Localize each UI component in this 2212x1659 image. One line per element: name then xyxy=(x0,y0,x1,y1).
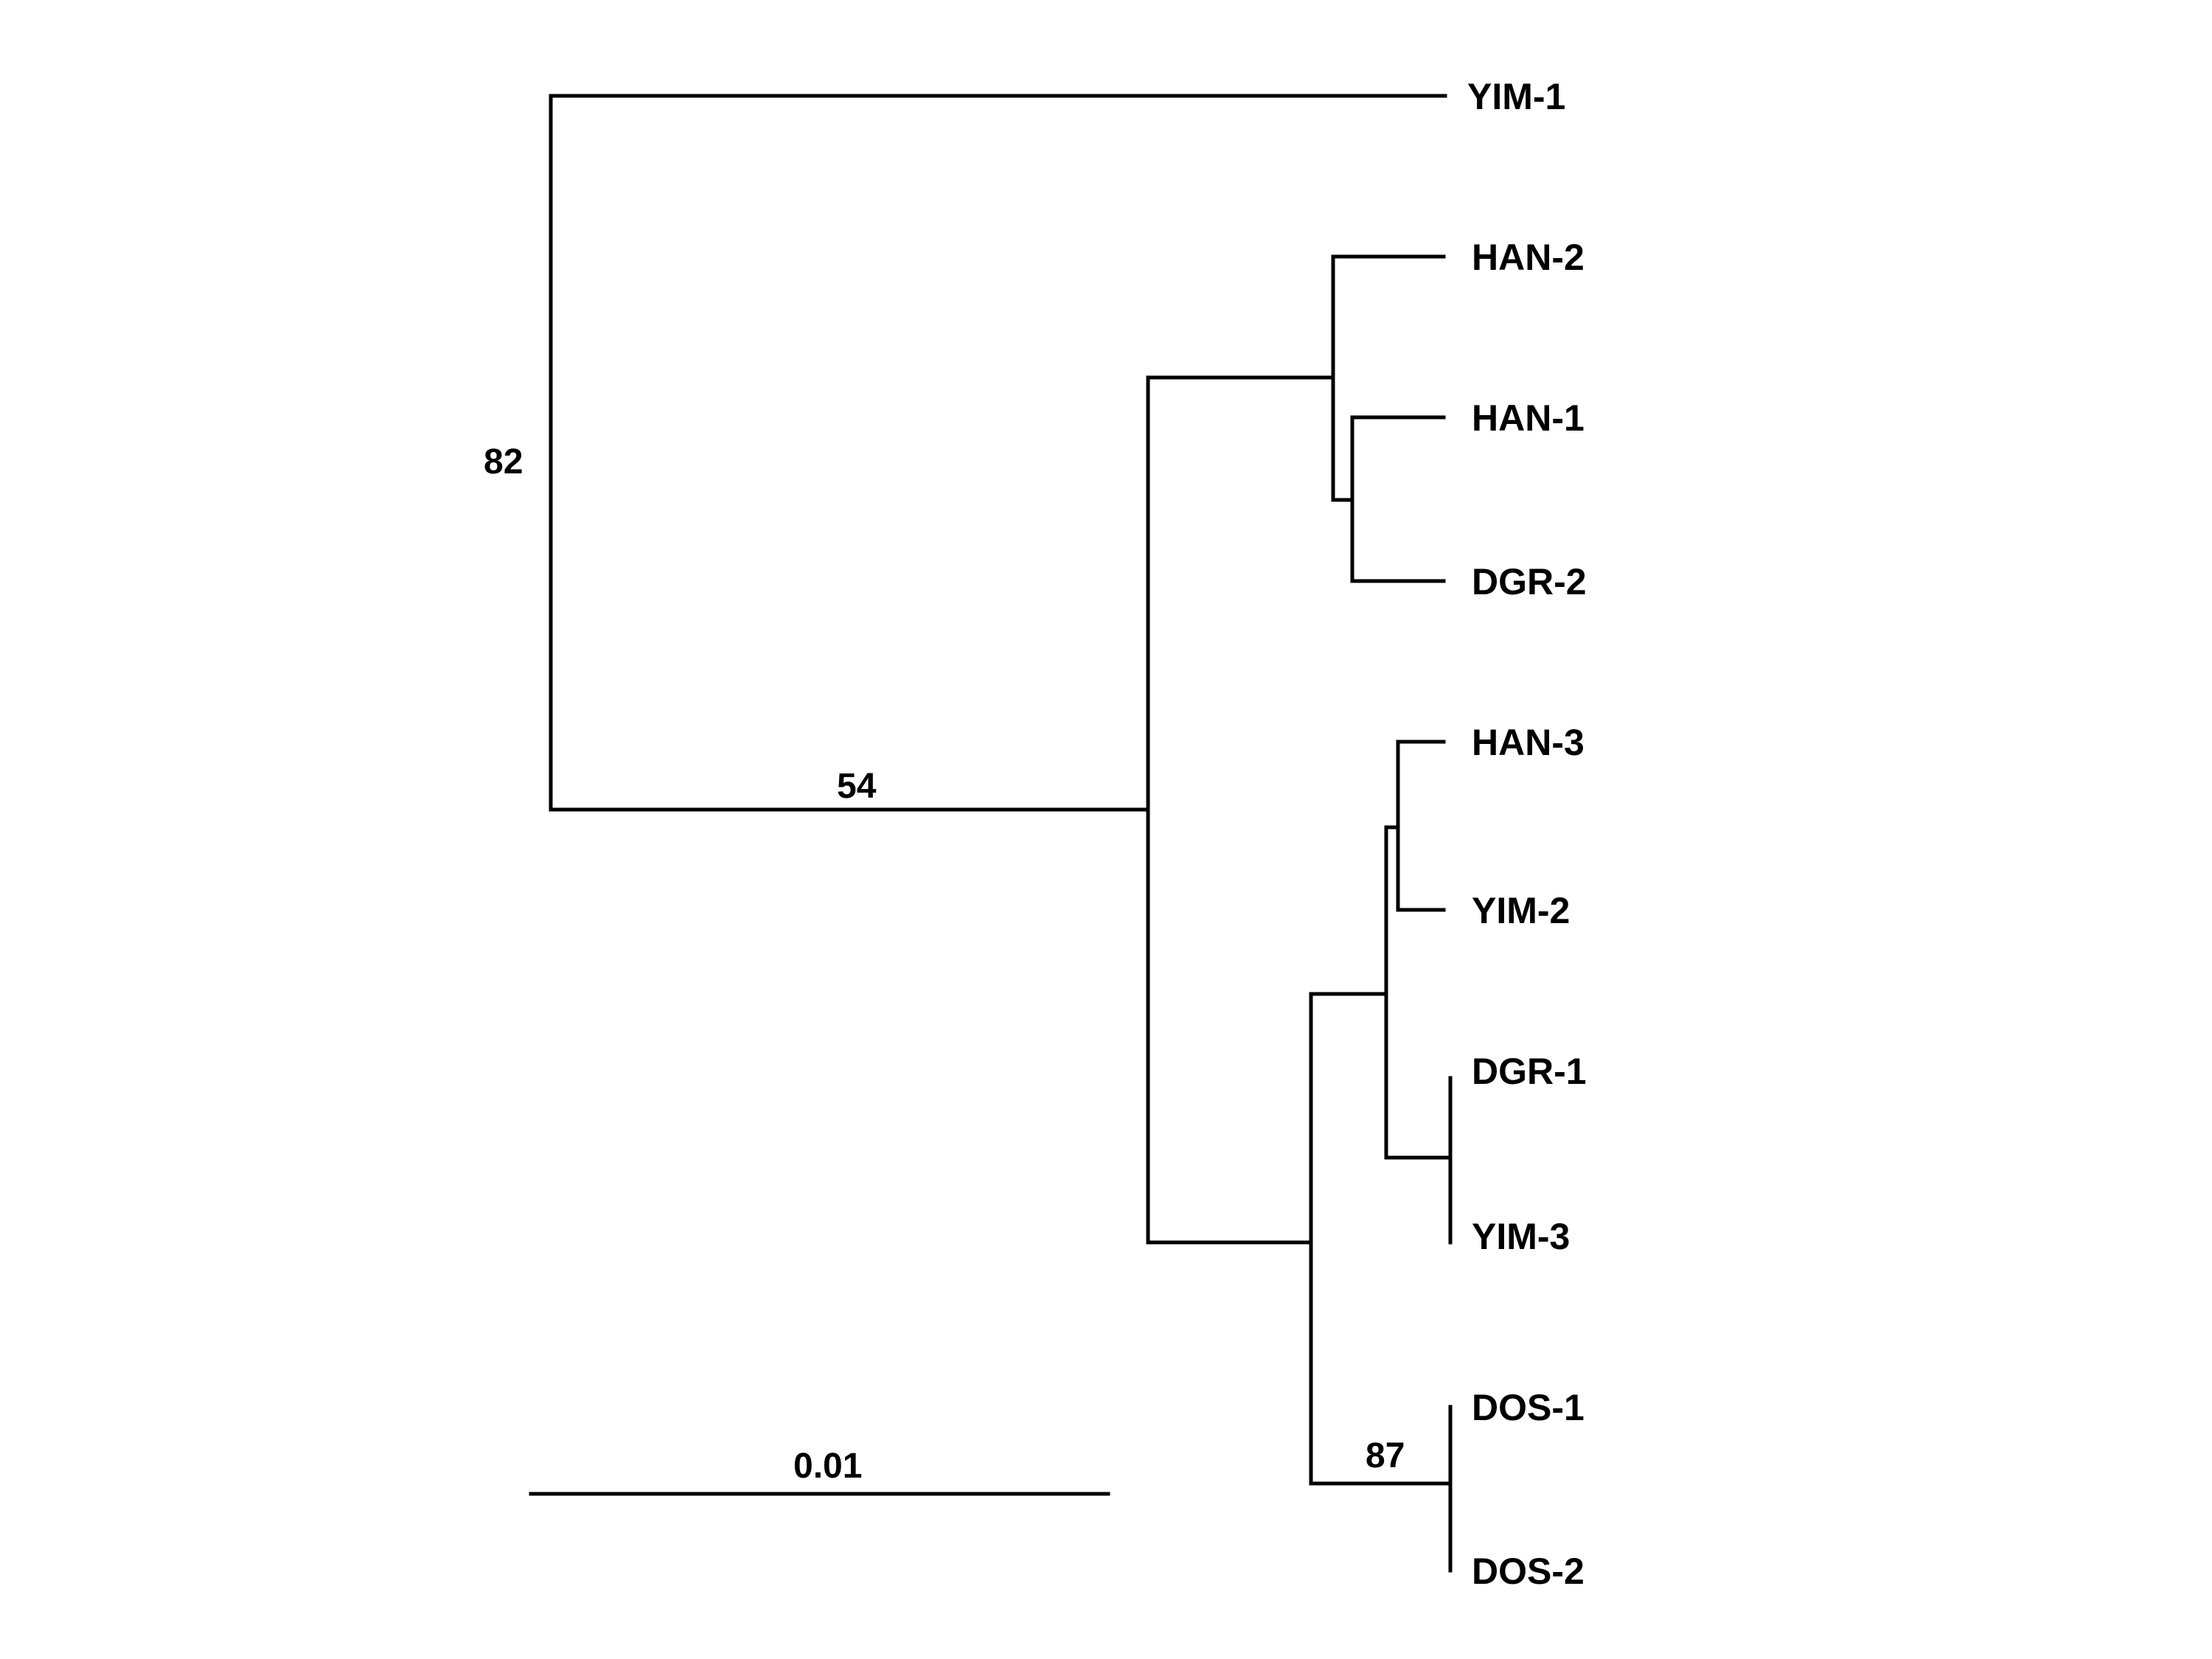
support-value-dos-clade: 87 xyxy=(1366,1436,1405,1475)
leaf-label-dos-1: DOS-1 xyxy=(1472,1387,1585,1428)
leaf-label-yim-2: YIM-2 xyxy=(1472,890,1570,931)
leaf-label-dgr-1: DGR-1 xyxy=(1472,1051,1587,1092)
leaf-label-yim-1: YIM-1 xyxy=(1467,76,1565,117)
leaf-label-han-3: HAN-3 xyxy=(1472,722,1585,763)
leaf-label-han-2: HAN-2 xyxy=(1472,237,1585,278)
support-value-ingroup-branch: 54 xyxy=(837,767,877,806)
leaf-label-yim-3: YIM-3 xyxy=(1472,1216,1570,1257)
scale-bar-label: 0.01 xyxy=(793,1447,862,1486)
leaf-label-dos-2: DOS-2 xyxy=(1472,1551,1585,1592)
support-value-yim-1-branch: 82 xyxy=(484,442,523,481)
leaf-label-han-1: HAN-1 xyxy=(1472,397,1585,439)
leaf-label-dgr-2: DGR-2 xyxy=(1472,561,1587,602)
